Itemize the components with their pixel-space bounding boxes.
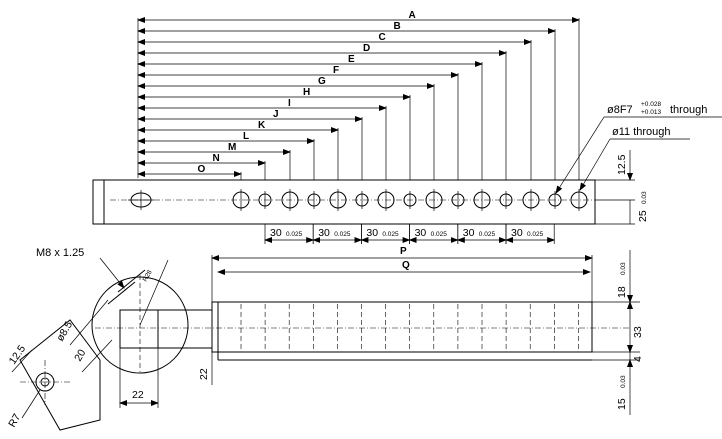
pitch-value: 30 — [463, 227, 475, 239]
thread-label: M8 x 1.25 — [36, 247, 84, 259]
plate-height-tol: 0.03 — [641, 191, 648, 204]
pitch-value: 30 — [511, 227, 523, 239]
edge-offset-label: 12.5 — [616, 154, 628, 175]
p-label: P — [400, 246, 407, 257]
length-label-a: A — [409, 10, 416, 21]
pitch-tolerance: 0.025 — [286, 231, 303, 238]
length-label-l: L — [243, 131, 249, 142]
reamed-hole-label: ø8F7 — [607, 104, 633, 116]
length-label-k: K — [258, 120, 266, 131]
pitch-value: 30 — [318, 227, 330, 239]
hole-row — [232, 189, 588, 211]
pitch-tolerance: 0.025 — [382, 231, 399, 238]
length-label-i: I — [288, 98, 291, 109]
pitch-tolerance: 0.025 — [479, 231, 496, 238]
reamed-suffix: through — [670, 104, 707, 116]
pitch-value: 30 — [415, 227, 427, 239]
length-label-m: M — [228, 142, 236, 153]
pitch-value: 30 — [366, 227, 378, 239]
dim-15-label: 15 — [616, 398, 628, 410]
top-callouts: ø8F7 +0.028 +0.013 through ø11 through — [555, 101, 722, 194]
length-label-g: G — [318, 76, 326, 87]
through-hole-label: ø11 through — [612, 126, 671, 138]
reamed-tol-upper: +0.028 — [641, 101, 661, 108]
bottom-view: P Q M8 x 1.25 R28 ø8.5 20 22 22 18 0.03 — [6, 246, 644, 431]
arm-square — [119, 309, 159, 349]
pitch-dimensions: 30 0.025 30 0.025 30 0.025 30 0.025 30 0.025 30 0.0… — [264, 224, 556, 244]
dim-33-label: 33 — [632, 326, 644, 338]
length-label-d: D — [363, 43, 370, 54]
top-side-dims: 12.5 25 0.03 — [595, 150, 649, 225]
reamed-tol-lower: +0.013 — [641, 109, 661, 116]
plate-height-label: 25 — [637, 210, 649, 222]
dim-22-horizontal: 22 — [132, 389, 144, 401]
length-label-j: J — [273, 109, 279, 120]
length-label-h: H — [303, 87, 310, 98]
length-label-c: C — [379, 32, 386, 43]
pitch-tolerance: 0.025 — [527, 231, 544, 238]
dim-18-tol: 0.03 — [620, 262, 627, 275]
q-label: Q — [402, 260, 410, 271]
tip-detail: 12.5 R7 — [6, 319, 101, 431]
bar-gridlines — [240, 304, 579, 350]
length-label-n: N — [213, 153, 220, 164]
plate-outline — [92, 179, 596, 225]
radius-tip-label: R7 — [6, 412, 23, 430]
dim-20-label: 20 — [72, 347, 88, 363]
dim-4-label: 4 — [632, 356, 644, 362]
length-label-o: O — [198, 164, 206, 175]
dim-18-label: 18 — [616, 286, 628, 298]
length-label-f: F — [333, 65, 339, 76]
length-label-b: B — [394, 21, 401, 32]
pitch-tolerance: 0.025 — [334, 231, 351, 238]
length-label-e: E — [348, 54, 355, 65]
pitch-tolerance: 0.025 — [431, 231, 448, 238]
bar-outline — [211, 301, 593, 353]
dim-12-5-label: 12.5 — [7, 343, 29, 367]
pitch-value: 30 — [270, 227, 282, 239]
dim-15-tol: 0.03 — [620, 375, 627, 388]
dim-22-vertical: 22 — [198, 368, 210, 380]
